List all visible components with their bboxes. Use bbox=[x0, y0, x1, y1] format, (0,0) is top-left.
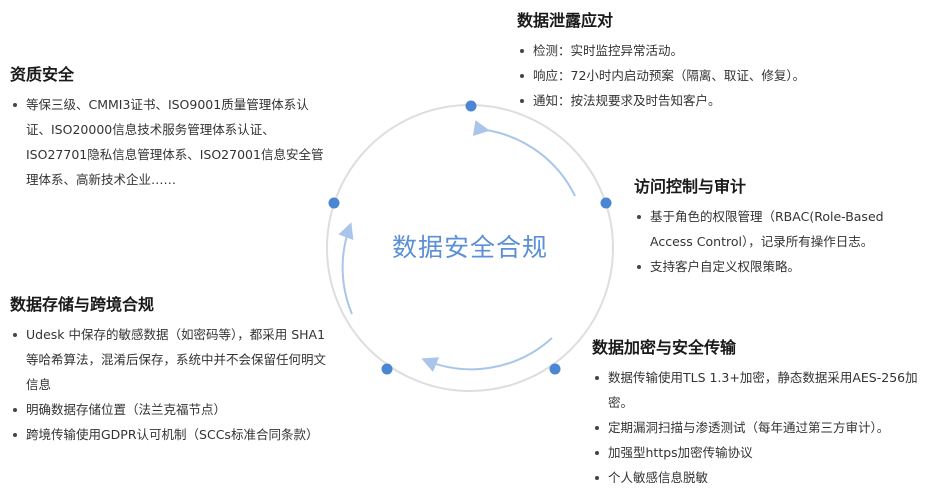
list-item: 数据传输使用TLS 1.3+加密，静态数据采用AES-256加密。 bbox=[592, 365, 922, 415]
node-leak bbox=[465, 100, 477, 112]
bullet-list: Udesk 中保存的敏感数据（如密码等），都采用 SHA1 等哈希算法，混淆后保… bbox=[10, 322, 330, 447]
list-item: 加强型https加密传输协议 bbox=[592, 440, 922, 465]
section-access-control: 访问控制与审计 基于角色的权限管理（RBAC(Role-Based Access… bbox=[634, 176, 919, 279]
list-item: 基于角色的权限管理（RBAC(Role-Based Access Control… bbox=[634, 204, 919, 254]
node-access bbox=[600, 197, 612, 209]
section-data-leak-response: 数据泄露应对 检测：实时监控异常活动。 响应：72小时内启动预案（隔离、取证、修… bbox=[517, 10, 917, 113]
section-qualification: 资质安全 等保三级、CMMI3证书、ISO9001质量管理体系认证、ISO200… bbox=[10, 64, 330, 192]
arc-arrow-left bbox=[338, 222, 354, 315]
section-title: 资质安全 bbox=[10, 65, 75, 84]
bullet-list: 检测：实时监控异常活动。 响应：72小时内启动预案（隔离、取证、修复）。 通知：… bbox=[517, 38, 917, 113]
section-title: 数据加密与安全传输 bbox=[592, 338, 737, 357]
list-item: 跨境传输使用GDPR认可机制（SCCs标准合同条款） bbox=[10, 422, 330, 447]
bullet-list: 数据传输使用TLS 1.3+加密，静态数据采用AES-256加密。 定期漏洞扫描… bbox=[592, 365, 922, 490]
list-item: 支持客户自定义权限策略。 bbox=[634, 254, 919, 279]
section-encryption: 数据加密与安全传输 数据传输使用TLS 1.3+加密，静态数据采用AES-256… bbox=[592, 337, 922, 490]
section-storage-compliance: 数据存储与跨境合规 Udesk 中保存的敏感数据（如密码等），都采用 SHA1 … bbox=[10, 294, 330, 447]
list-item: 响应：72小时内启动预案（隔离、取证、修复）。 bbox=[517, 63, 917, 88]
node-encryption bbox=[549, 363, 561, 375]
node-storage bbox=[381, 363, 393, 375]
arc-arrow-top-right bbox=[472, 120, 576, 197]
section-title: 数据存储与跨境合规 bbox=[10, 295, 155, 314]
list-item: 明确数据存储位置（法兰克福节点） bbox=[10, 397, 330, 422]
list-item: Udesk 中保存的敏感数据（如密码等），都采用 SHA1 等哈希算法，混淆后保… bbox=[10, 322, 330, 397]
section-title: 访问控制与审计 bbox=[634, 177, 747, 196]
list-item: 检测：实时监控异常活动。 bbox=[517, 38, 917, 63]
center-title: 数据安全合规 bbox=[391, 233, 548, 262]
bullet-list: 基于角色的权限管理（RBAC(Role-Based Access Control… bbox=[634, 204, 919, 279]
arc-arrow-bottom bbox=[421, 337, 553, 373]
list-item: 等保三级、CMMI3证书、ISO9001质量管理体系认证、ISO20000信息技… bbox=[10, 92, 330, 192]
node-qualification bbox=[328, 197, 340, 209]
bullet-list: 等保三级、CMMI3证书、ISO9001质量管理体系认证、ISO20000信息技… bbox=[10, 92, 330, 192]
list-item: 通知：按法规要求及时告知客户。 bbox=[517, 88, 917, 113]
list-item: 定期漏洞扫描与渗透测试（每年通过第三方审计）。 bbox=[592, 415, 922, 440]
section-title: 数据泄露应对 bbox=[517, 11, 614, 30]
list-item: 个人敏感信息脱敏 bbox=[592, 465, 922, 490]
